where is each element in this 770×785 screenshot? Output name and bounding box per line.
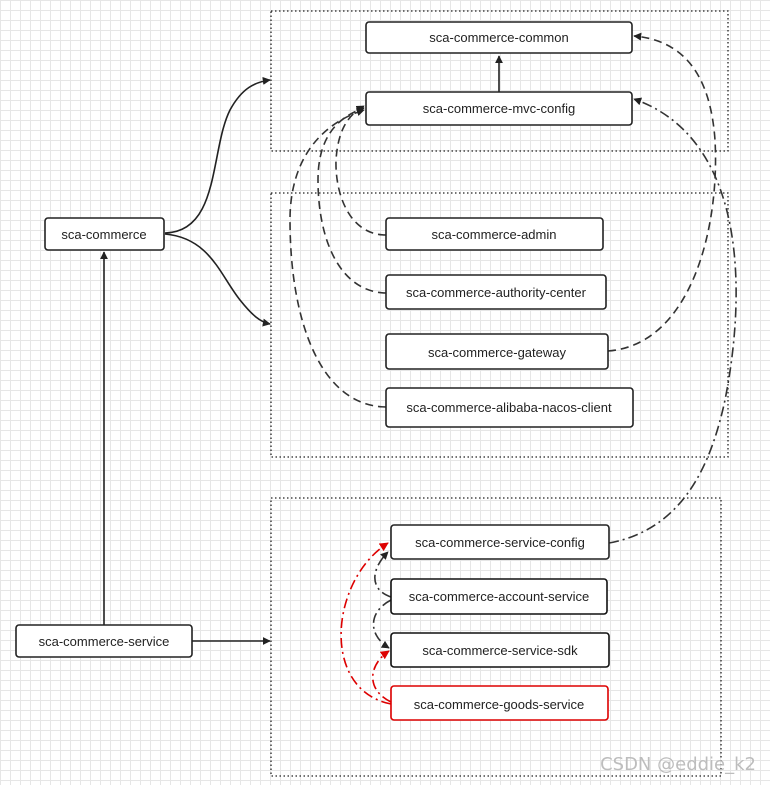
node-service-config-label: sca-commerce-service-config — [415, 535, 585, 550]
edge-gateway-to-common — [607, 32, 717, 352]
node-admin[interactable]: sca-commerce-admin — [385, 217, 604, 251]
node-service-sdk[interactable]: sca-commerce-service-sdk — [390, 632, 610, 668]
edge-root-to-apps-group — [164, 233, 271, 327]
node-mvc-config-label: sca-commerce-mvc-config — [423, 101, 575, 116]
node-gateway[interactable]: sca-commerce-gateway — [385, 333, 609, 370]
group-box-services — [270, 497, 722, 777]
node-service-label: sca-commerce-service — [39, 634, 170, 649]
edge-account-to-service-config — [374, 551, 392, 598]
node-account-service-label: sca-commerce-account-service — [409, 589, 590, 604]
node-service-config[interactable]: sca-commerce-service-config — [390, 524, 610, 560]
node-root[interactable]: sca-commerce — [44, 217, 165, 251]
node-nacos-client-label: sca-commerce-alibaba-nacos-client — [406, 400, 612, 415]
node-authority-center[interactable]: sca-commerce-authority-center — [385, 274, 607, 310]
node-goods-service[interactable]: sca-commerce-goods-service — [390, 685, 609, 721]
edge-authority-to-mvc-config — [317, 106, 387, 294]
node-service[interactable]: sca-commerce-service — [15, 624, 193, 658]
node-root-label: sca-commerce — [61, 227, 146, 242]
node-service-sdk-label: sca-commerce-service-sdk — [422, 643, 578, 658]
node-common-label: sca-commerce-common — [429, 30, 568, 45]
edge-goods-to-service-sdk — [372, 650, 392, 703]
edge-admin-to-mvc-config — [335, 105, 387, 236]
edge-goods-to-service-config — [340, 542, 392, 705]
node-common[interactable]: sca-commerce-common — [365, 21, 633, 54]
node-admin-label: sca-commerce-admin — [432, 227, 557, 242]
csdn-watermark: CSDN @eddie_k2 — [600, 754, 756, 775]
node-nacos-client[interactable]: sca-commerce-alibaba-nacos-client — [385, 387, 634, 428]
edge-service-config-to-mvc-config — [608, 97, 737, 544]
group-box-apps — [270, 192, 729, 458]
edge-nacos-client-to-mvc-config — [289, 108, 387, 408]
node-authority-center-label: sca-commerce-authority-center — [406, 285, 587, 300]
node-mvc-config[interactable]: sca-commerce-mvc-config — [365, 91, 633, 126]
node-goods-service-label: sca-commerce-goods-service — [414, 697, 585, 712]
edge-account-to-service-sdk — [372, 599, 392, 649]
node-account-service[interactable]: sca-commerce-account-service — [390, 578, 608, 615]
edge-root-to-common-group — [164, 76, 271, 234]
group-box-common — [270, 10, 729, 152]
node-gateway-label: sca-commerce-gateway — [428, 345, 566, 360]
